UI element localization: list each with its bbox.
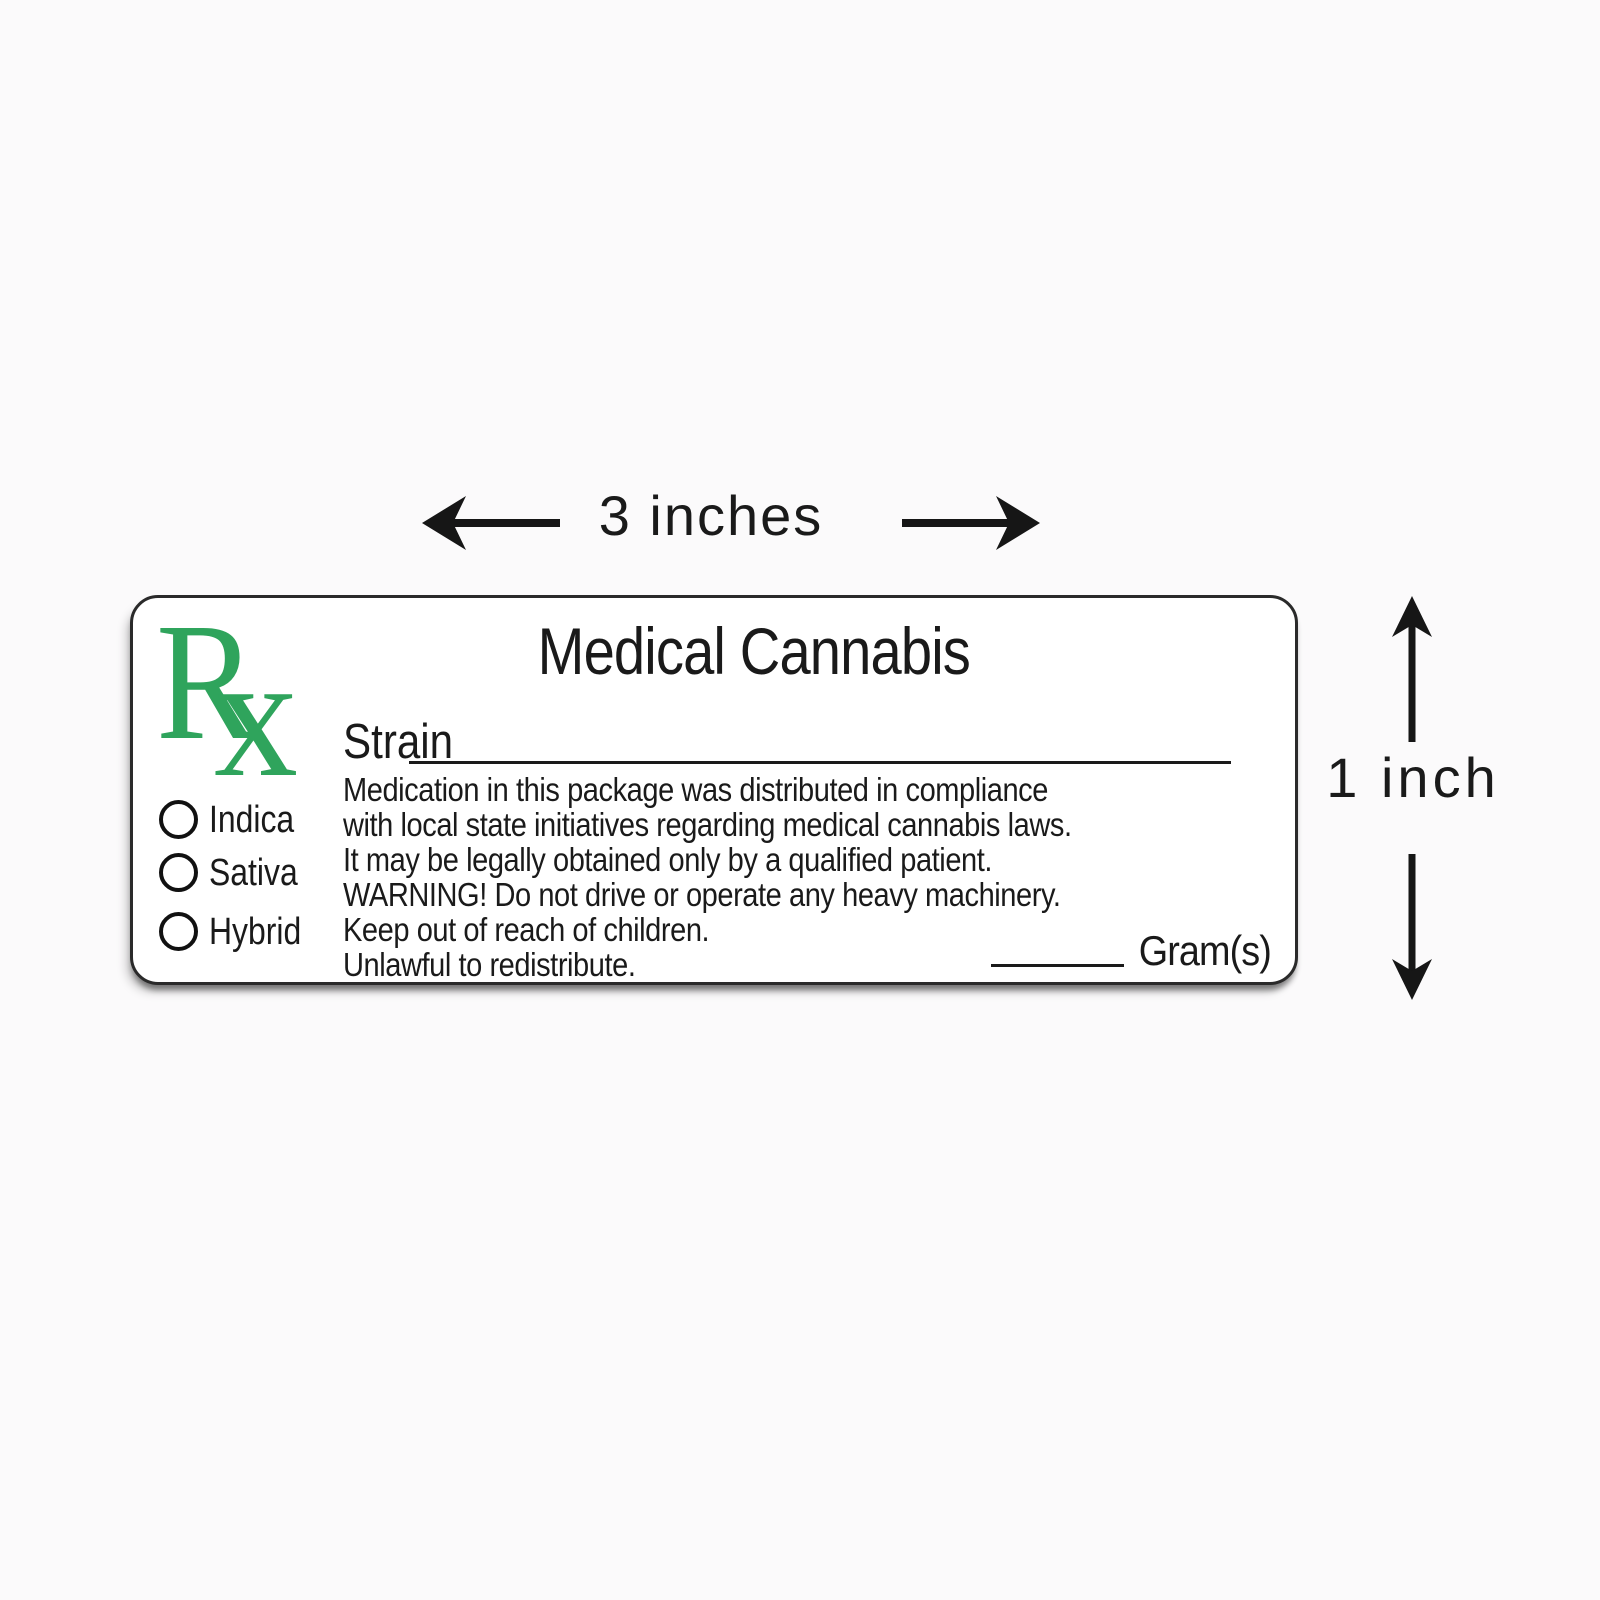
rx-symbol-icon: R x: [156, 598, 298, 798]
strain-type-options: Indica Sativa Hybrid: [159, 800, 319, 951]
strain-option-sativa: Sativa: [159, 853, 319, 892]
rx-letter-r: R: [156, 598, 257, 775]
warning-line: Keep out of reach of children.: [343, 911, 710, 948]
strain-option-hybrid: Hybrid: [159, 912, 319, 951]
rx-letter-x: x: [214, 619, 298, 798]
strain-option-label: Hybrid: [209, 910, 302, 953]
medical-cannabis-label: R x Medical Cannabis Strain Indica Sativ…: [130, 595, 1298, 985]
warning-line: with local state initiatives regarding m…: [343, 806, 1072, 843]
compliance-warning-text: Medication in this package was distribut…: [343, 772, 1072, 982]
strain-option-label: Sativa: [209, 851, 298, 894]
width-dimension-label: 3 inches: [598, 484, 824, 547]
label-title: Medical Cannabis: [537, 614, 971, 688]
warning-line: It may be legally obtained only by a qua…: [343, 841, 992, 878]
strain-field-label: Strain: [343, 715, 454, 769]
warning-line: WARNING! Do not drive or operate any hea…: [343, 876, 1061, 913]
warning-line: Medication in this package was distribut…: [343, 771, 1048, 808]
dimension-arrow-left-icon: [422, 496, 560, 550]
strain-blank-line: [409, 719, 1231, 764]
radio-circle-icon: [159, 853, 198, 892]
dimension-arrow-down-icon: [1392, 854, 1432, 1000]
grams-field-label: Gram(s): [1138, 927, 1272, 974]
warning-line: Unlawful to redistribute.: [343, 946, 636, 983]
height-dimension-label: 1 inch: [1326, 746, 1500, 809]
dimension-arrow-up-icon: [1392, 596, 1432, 742]
strain-option-indica: Indica: [159, 800, 319, 839]
grams-blank-line: [991, 934, 1125, 967]
grams-field: Gram(s): [991, 927, 1272, 974]
dimension-arrow-right-icon: [902, 496, 1040, 550]
radio-circle-icon: [159, 912, 198, 951]
radio-circle-icon: [159, 800, 198, 839]
strain-option-label: Indica: [209, 798, 295, 841]
